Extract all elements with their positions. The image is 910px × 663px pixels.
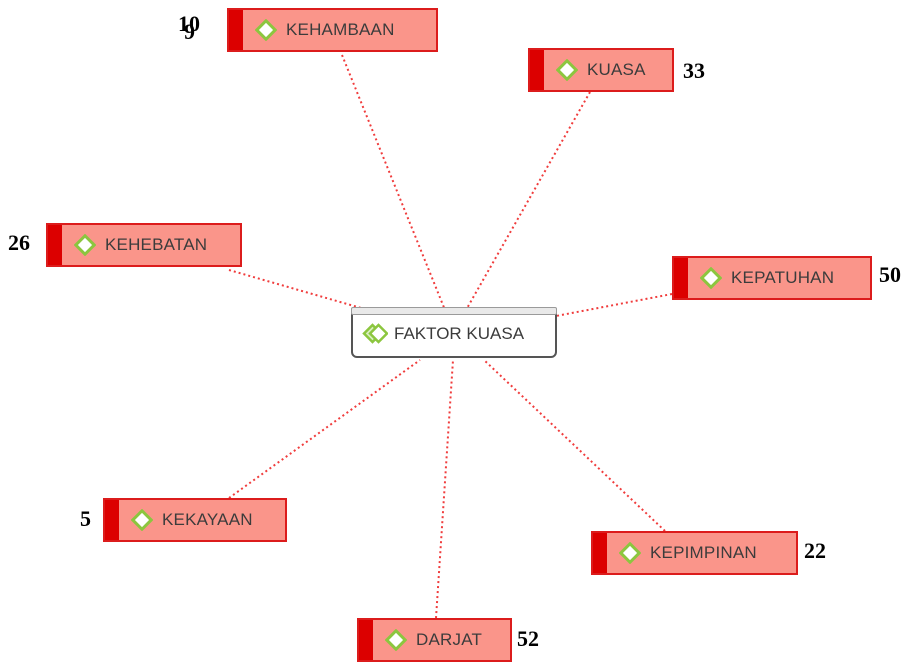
- diamond-icon: [131, 509, 153, 531]
- diamond-icon: [700, 267, 722, 289]
- node-accent-bar: [229, 10, 243, 50]
- diamond-icon: [255, 19, 277, 41]
- link-kepimpinan: [483, 359, 666, 532]
- center-node-faktor-kuasa[interactable]: FAKTOR KUASA: [351, 307, 557, 358]
- diamond-icon: [74, 234, 96, 256]
- node-accent-bar: [674, 258, 688, 298]
- node-label: KUASA: [587, 60, 646, 79]
- center-node-top-bar: [351, 307, 557, 315]
- center-node-label: FAKTOR KUASA: [394, 323, 525, 343]
- link-darjat: [435, 359, 454, 619]
- node-count-darjat: 52: [517, 626, 539, 651]
- node-count-kehebatan: 26: [8, 230, 30, 255]
- diamond-icon: [556, 59, 578, 81]
- node-count-kepimpinan: 22: [804, 538, 826, 563]
- node-accent-bar: [593, 533, 607, 573]
- node-darjat[interactable]: DARJAT: [357, 618, 512, 662]
- node-count-kehambaan-a: 10: [178, 11, 200, 36]
- node-count-kuasa: 33: [683, 58, 705, 83]
- node-count-kekayaan: 5: [80, 506, 91, 531]
- node-accent-bar: [359, 620, 373, 660]
- node-label: KEPIMPINAN: [650, 543, 757, 562]
- node-label: KEHAMBAAN: [286, 20, 395, 39]
- double-diamond-icon: [362, 322, 388, 346]
- link-kuasa: [465, 91, 591, 311]
- node-label: KEHEBATAN: [105, 235, 208, 254]
- node-accent-bar: [105, 500, 119, 540]
- link-kekayaan: [228, 359, 421, 499]
- node-kehebatan[interactable]: KEHEBATAN: [46, 223, 242, 267]
- node-count-kehambaan-b: 9: [184, 19, 195, 44]
- node-label: KEKAYAAN: [162, 510, 253, 529]
- node-label: DARJAT: [416, 630, 483, 649]
- node-kepimpinan[interactable]: KEPIMPINAN: [591, 531, 798, 575]
- link-kehambaan: [341, 54, 446, 311]
- link-kepatuhan: [555, 293, 673, 317]
- node-label: KEPATUHAN: [731, 268, 835, 287]
- node-kuasa[interactable]: KUASA: [528, 48, 674, 92]
- link-kehebatan: [228, 269, 369, 311]
- node-accent-bar: [48, 225, 62, 265]
- node-kepatuhan[interactable]: KEPATUHAN: [672, 256, 872, 300]
- node-accent-bar: [530, 50, 544, 90]
- diamond-icon: [385, 629, 407, 651]
- diamond-icon: [619, 542, 641, 564]
- node-kehambaan[interactable]: KEHAMBAAN: [227, 8, 438, 52]
- node-kekayaan[interactable]: KEKAYAAN: [103, 498, 287, 542]
- node-count-kepatuhan: 50: [879, 262, 901, 287]
